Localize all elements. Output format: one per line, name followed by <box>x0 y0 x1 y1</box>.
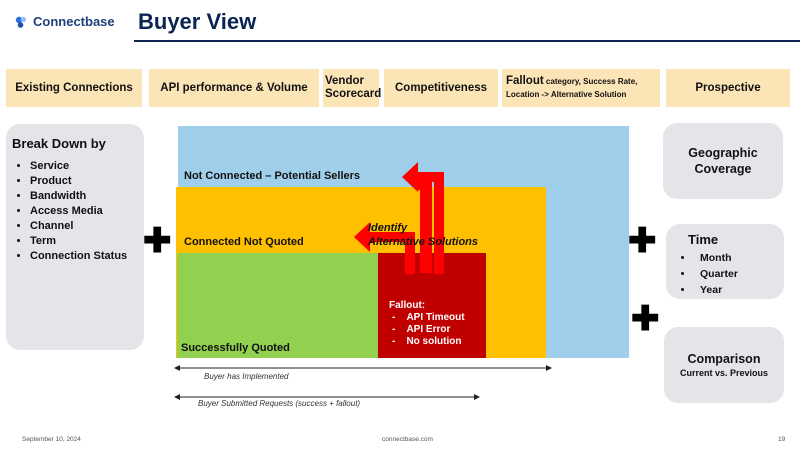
brand-logo: Connectbase <box>14 14 115 29</box>
connected-not-quoted-label: Connected Not Quoted <box>184 236 304 248</box>
plus-icon: ✚ <box>143 222 172 260</box>
tab-api-performance[interactable]: API performance & Volume <box>149 69 319 107</box>
fallout-item: - No solution <box>392 336 462 347</box>
tab-competitiveness[interactable]: Competitiveness <box>384 69 498 107</box>
comparison-panel: Comparison Current vs. Previous <box>664 327 784 403</box>
breakdown-list: Service Product Bandwidth Access Media C… <box>6 159 144 264</box>
geo-line-2: Coverage <box>694 162 752 176</box>
geographic-coverage-panel: Geographic Coverage <box>663 123 783 199</box>
tab-existing-connections[interactable]: Existing Connections <box>6 69 142 107</box>
time-panel: Time Month Quarter Year <box>666 224 784 299</box>
footer-site: connectbase.com <box>382 436 433 443</box>
tab-fallout-rest: category, Success Rate, <box>543 77 638 86</box>
span-submitted-label: Buyer Submitted Requests (success + fall… <box>198 399 361 408</box>
arrow-path-upper <box>402 162 444 274</box>
fallout-title: Fallout: <box>389 300 426 311</box>
breakdown-item: Channel <box>30 219 144 234</box>
arrow-path-lower <box>354 222 415 274</box>
arrow-icon <box>404 171 432 273</box>
tab-vendor-scorecard-label-2: Scorecard <box>325 88 382 100</box>
title-underline <box>134 40 800 42</box>
tab-fallout-line-2: Location -> Alternative Solution <box>506 90 627 99</box>
successfully-quoted-region <box>177 253 378 358</box>
tab-existing-connections-label: Existing Connections <box>15 81 133 94</box>
time-item: Month <box>694 250 738 266</box>
identify-alternatives-label: Identify Alternative Solutions <box>368 221 478 249</box>
tab-competitiveness-label: Competitiveness <box>394 81 488 94</box>
identify-line-2: Alternative Solutions <box>368 236 479 248</box>
breakdown-title: Break Down by <box>12 136 106 151</box>
tab-fallout[interactable]: Fallout category, Success Rate, Location… <box>502 69 660 107</box>
tab-fallout-line-1: Fallout category, Success Rate, <box>506 75 637 88</box>
span-arrow-implemented-icon <box>174 365 552 371</box>
fallout-item: - API Timeout <box>392 312 465 323</box>
breakdown-item: Product <box>30 174 144 189</box>
fallout-item: - API Error <box>392 324 451 335</box>
breakdown-item: Connection Status <box>30 249 144 264</box>
breakdown-panel: Break Down by Service Product Bandwidth … <box>6 124 144 350</box>
plus-icon: ✚ <box>628 222 657 260</box>
tab-vendor-scorecard[interactable]: Vendor Scorecard <box>323 69 382 107</box>
fallout-item-text: API Error <box>406 324 451 335</box>
tab-fallout-main: Fallout <box>506 75 544 87</box>
arrow-to-not-connected <box>404 171 432 273</box>
time-list: Month Quarter Year <box>668 250 738 298</box>
fallout-item-text: API Timeout <box>406 312 465 323</box>
span-implemented-label: Buyer has Implemented <box>204 372 289 381</box>
successfully-quoted-label: Successfully Quoted <box>181 342 290 354</box>
tab-prospective-label: Prospective <box>695 81 761 94</box>
breakdown-item: Term <box>30 234 144 249</box>
comparison-title: Comparison <box>687 352 761 366</box>
tab-api-performance-label: API performance & Volume <box>160 81 308 94</box>
page-title: Buyer View <box>138 9 257 34</box>
tab-prospective[interactable]: Prospective <box>666 69 790 107</box>
plus-icon: ✚ <box>631 300 660 338</box>
time-title: Time <box>688 232 719 247</box>
identify-line-1: Identify <box>368 222 408 234</box>
fallout-item-text: No solution <box>406 336 462 347</box>
breakdown-item: Bandwidth <box>30 189 144 204</box>
time-item: Quarter <box>694 266 738 282</box>
time-item: Year <box>694 282 738 298</box>
connectbase-logo-icon <box>15 16 27 28</box>
fallout-box: Fallout: - API Timeout - API Error - No … <box>389 300 465 348</box>
brand-name: Connectbase <box>33 14 115 29</box>
not-connected-label: Not Connected – Potential Sellers <box>184 170 361 182</box>
arrow-icon <box>354 162 444 274</box>
tab-vendor-scorecard-label-1: Vendor <box>325 75 364 87</box>
geo-line-1: Geographic <box>688 146 758 160</box>
span-arrow-submitted-icon <box>174 394 480 400</box>
breakdown-item: Access Media <box>30 204 144 219</box>
comparison-sub: Current vs. Previous <box>679 368 769 378</box>
breakdown-item: Service <box>30 159 144 174</box>
footer-page-number: 19 <box>778 436 786 443</box>
footer-date: September 10, 2024 <box>22 436 81 443</box>
